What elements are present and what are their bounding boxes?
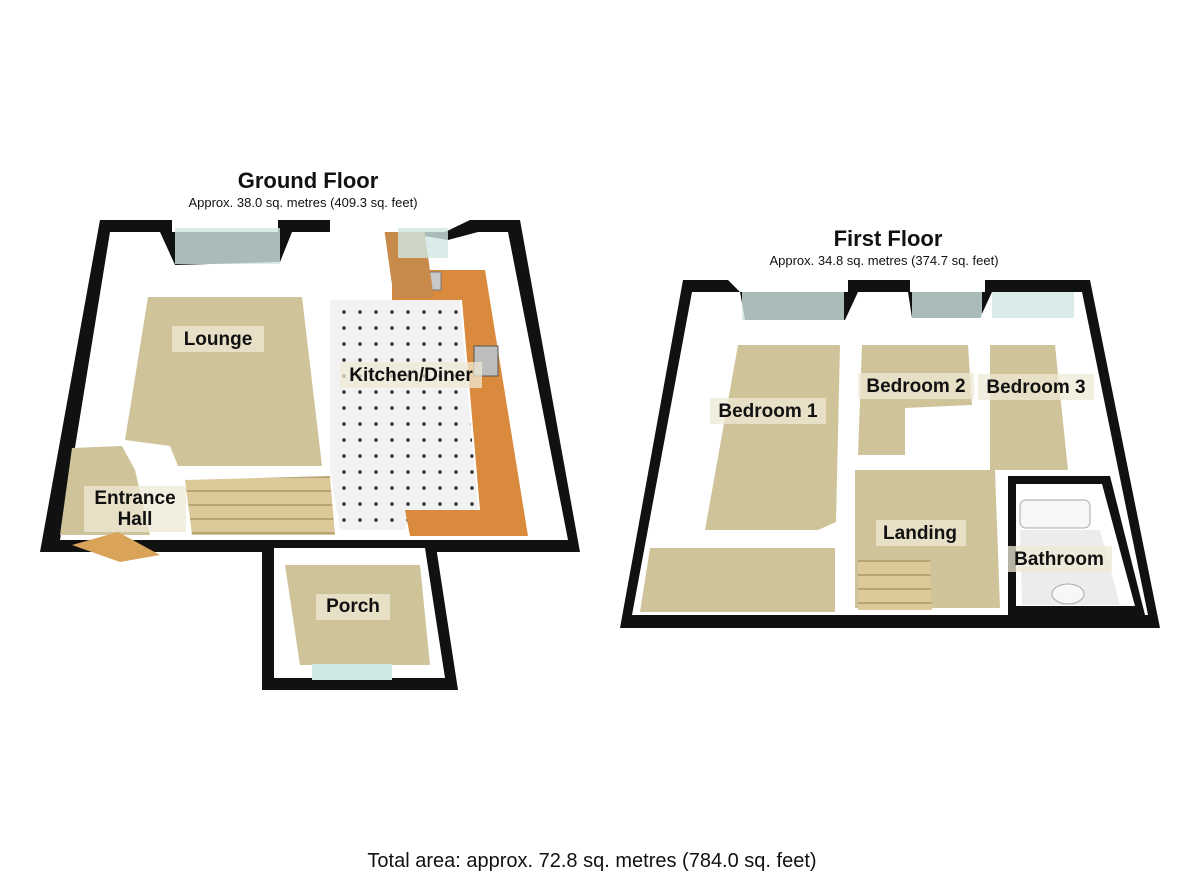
first-floor-title: First Floor xyxy=(834,226,943,251)
bathroom-label-bg xyxy=(1008,546,1112,572)
total-area: Total area: approx. 72.8 sq. metres (784… xyxy=(367,850,816,872)
front-door xyxy=(72,532,160,562)
lounge-floor xyxy=(125,297,322,466)
first-floor: First Floor Approx. 34.8 sq. metres (374… xyxy=(620,226,1160,628)
bedroom2-floor xyxy=(858,345,972,455)
porch-label: Porch xyxy=(326,596,380,617)
bedroom1-window xyxy=(742,292,844,320)
porch-label-bg xyxy=(316,594,390,620)
bath-tub xyxy=(1019,499,1091,529)
bedroom2-label-bg xyxy=(858,373,974,399)
bedroom1-label: Bedroom 1 xyxy=(718,401,818,422)
bedroom1-label-bg xyxy=(710,398,826,424)
bedroom2-window xyxy=(912,292,982,318)
kitchen-floor xyxy=(330,300,478,530)
bedroom3-label: Bedroom 3 xyxy=(986,377,1085,398)
bedroom3-floor xyxy=(990,345,1068,470)
toilet xyxy=(1051,583,1085,605)
lounge-label: Lounge xyxy=(184,329,253,350)
entrance-label-bg xyxy=(84,486,186,532)
bedroom3-window xyxy=(992,292,1074,318)
ground-floor: Ground Floor Approx. 38.0 sq. metres (40… xyxy=(40,168,580,690)
ground-floor-title: Ground Floor xyxy=(238,168,379,193)
kitchen-window xyxy=(398,228,448,258)
kitchen-label: Kitchen/Diner xyxy=(349,365,473,386)
ground-stairs xyxy=(185,476,335,535)
landing-label-bg xyxy=(876,520,966,546)
bedroom1-floor xyxy=(705,345,840,530)
kitchen-label-bg xyxy=(340,362,482,388)
first-floor-area: Approx. 34.8 sq. metres (374.7 sq. feet) xyxy=(769,253,998,268)
lounge-label-bg xyxy=(172,326,264,352)
entrance-label-line1: Entrance xyxy=(94,488,175,509)
entrance-label-line2: Hall xyxy=(118,509,153,530)
bedroom3-label-bg xyxy=(978,374,1094,400)
bathroom-label: Bathroom xyxy=(1014,549,1104,570)
landing-label: Landing xyxy=(883,523,957,544)
first-floor-stairs xyxy=(858,560,932,610)
bedroom2-label: Bedroom 2 xyxy=(866,376,965,397)
kitchen-worktop xyxy=(392,270,528,536)
porch-window xyxy=(312,664,392,680)
lounge-window xyxy=(175,228,280,264)
bedroom1-cupboard xyxy=(640,548,835,612)
ground-floor-area: Approx. 38.0 sq. metres (409.3 sq. feet) xyxy=(188,195,417,210)
